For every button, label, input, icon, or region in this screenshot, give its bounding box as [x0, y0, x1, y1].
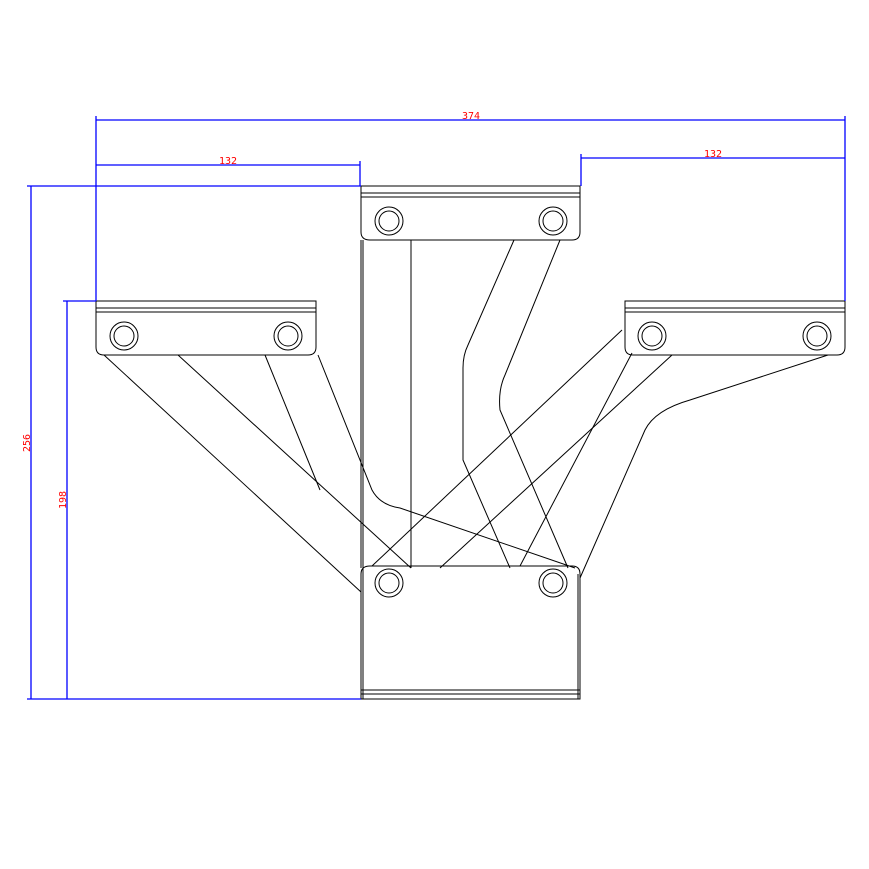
bolt-hole: [273, 321, 303, 351]
dimension-label: 374: [462, 111, 480, 122]
left-arm-plate: [95, 300, 317, 356]
dimension-label: 132: [704, 149, 722, 160]
central-column: [360, 185, 581, 700]
dimension-label: 198: [58, 491, 69, 509]
dimension-left-arm-width: 132: [96, 156, 361, 186]
dimension-label: 132: [219, 156, 237, 167]
bolt-holes: [109, 206, 832, 598]
bolt-hole: [538, 568, 568, 598]
bolt-hole: [538, 206, 568, 236]
bolt-hole: [374, 568, 404, 598]
bolt-hole: [374, 206, 404, 236]
bolt-hole: [637, 321, 667, 351]
bolt-hole: [802, 321, 832, 351]
dimension-overall-width: 374: [95, 111, 846, 301]
dimension-overall-height: 256: [22, 185, 361, 700]
dimension-right-arm-width: 132: [580, 149, 845, 186]
bolt-hole: [109, 321, 139, 351]
dimension-arm-height: 198: [58, 300, 96, 699]
dimension-label: 256: [22, 434, 33, 452]
right-arm-plate: [624, 300, 846, 356]
support-struts: [103, 239, 829, 593]
